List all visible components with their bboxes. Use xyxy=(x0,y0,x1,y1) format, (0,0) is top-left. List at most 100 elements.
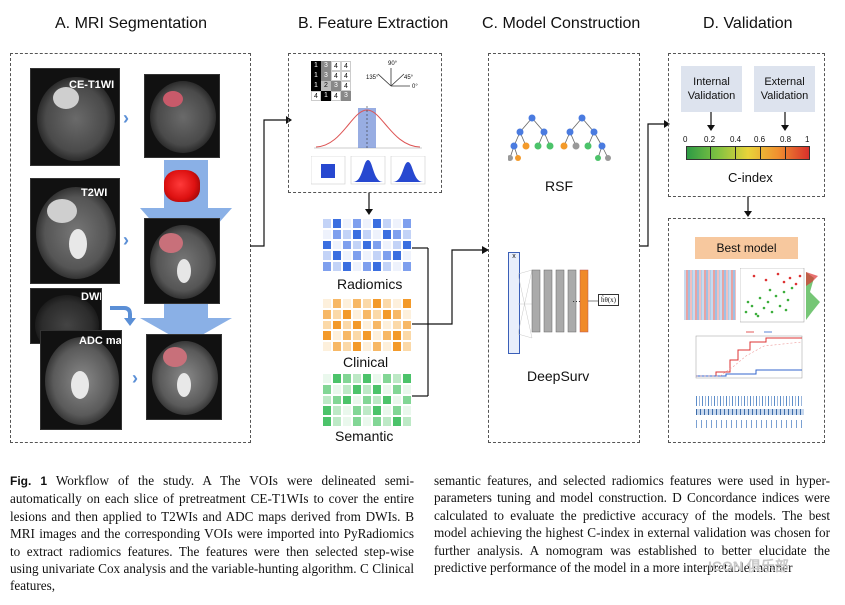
feature-cell xyxy=(342,308,352,320)
feature-cell xyxy=(402,298,412,309)
feature-cell xyxy=(332,298,342,309)
cindex-tick-labels: 0 0.2 0.4 0.6 0.8 1 xyxy=(683,135,810,144)
feature-cell xyxy=(352,239,362,251)
feature-cell xyxy=(352,373,362,384)
section-b-title: B. Feature Extraction xyxy=(298,15,449,32)
arrow-down-icon xyxy=(744,197,752,217)
feature-cell xyxy=(382,250,392,262)
arrow-down-icon xyxy=(365,193,373,215)
feature-cell xyxy=(392,319,402,331)
deepsurv-dots: … xyxy=(572,294,581,304)
feature-cell xyxy=(392,261,402,272)
feature-cell xyxy=(372,383,382,395)
feature-cell xyxy=(342,341,352,352)
dwi-label: DWI xyxy=(81,291,102,303)
feature-cell xyxy=(392,298,402,309)
feature-cell xyxy=(342,394,352,406)
radiomics-feature-grid xyxy=(322,218,412,272)
best-model-banner: Best model xyxy=(695,237,798,259)
mri-segmentation-panel xyxy=(10,53,251,443)
feature-cell xyxy=(402,261,412,272)
feature-extraction-panel xyxy=(288,53,442,193)
feature-cell xyxy=(362,383,372,395)
feature-cell xyxy=(392,239,402,251)
deepsurv-network xyxy=(518,269,598,339)
validation-panel xyxy=(668,53,825,197)
feature-cell xyxy=(352,341,362,352)
feature-cell xyxy=(342,405,352,417)
feature-cell xyxy=(372,330,382,342)
feature-cell xyxy=(332,405,342,417)
feature-cell xyxy=(372,373,382,384)
feature-cell xyxy=(372,239,382,251)
feature-cell xyxy=(402,383,412,395)
feature-cell xyxy=(402,405,412,417)
feature-cell xyxy=(362,373,372,384)
feature-cell xyxy=(322,330,332,342)
ce-t1wi-label: CE-T1WI xyxy=(69,79,115,91)
t2wi-voi-image xyxy=(144,218,220,304)
feature-cell xyxy=(322,373,332,384)
feature-cell xyxy=(382,341,392,352)
curved-arrow-icon xyxy=(110,306,136,326)
internal-validation-box: Internal Validation xyxy=(681,66,742,112)
feature-cell xyxy=(392,383,402,395)
model-construction-panel xyxy=(488,53,640,443)
feature-cell xyxy=(392,416,402,427)
feature-cell xyxy=(352,308,362,320)
feature-cell xyxy=(322,416,332,427)
deepsurv-input-layer: x xyxy=(508,252,520,354)
feature-cell xyxy=(392,250,402,262)
figure-caption-right: semantic features, and selected radiomic… xyxy=(434,472,830,576)
connector-c-d xyxy=(640,120,670,247)
feature-cell xyxy=(362,405,372,417)
angle-90-label: 90° xyxy=(388,61,398,67)
feature-cell xyxy=(352,394,362,406)
feature-cell xyxy=(382,298,392,309)
feature-cell xyxy=(402,308,412,320)
feature-cell xyxy=(322,298,332,309)
feature-cell xyxy=(342,416,352,427)
feature-cell xyxy=(392,405,402,417)
feature-cell xyxy=(352,298,362,309)
feature-cell xyxy=(362,239,372,251)
feature-cell xyxy=(402,250,412,262)
feature-cell xyxy=(382,308,392,320)
feature-cell xyxy=(322,383,332,395)
ce-t1wi-image: CE-T1WI xyxy=(30,68,120,166)
ce-t1wi-voi-image xyxy=(144,74,220,158)
feature-cell xyxy=(342,330,352,342)
clinical-label: Clinical xyxy=(343,354,389,370)
rsf-forest-icon xyxy=(508,114,611,161)
feature-cell xyxy=(342,373,352,384)
rsf-label: RSF xyxy=(545,178,573,194)
feature-cell xyxy=(392,341,402,352)
feature-cell xyxy=(322,319,332,331)
feature-cell xyxy=(362,250,372,262)
feature-cell xyxy=(332,228,342,240)
feature-cell xyxy=(332,250,342,262)
feature-cell xyxy=(392,308,402,320)
feature-cell xyxy=(332,308,342,320)
feature-cell xyxy=(352,228,362,240)
feature-cell xyxy=(342,228,352,240)
feature-cell xyxy=(382,319,392,331)
caption-left-text: Workflow of the study. A The VOIs were d… xyxy=(10,473,414,594)
t2wi-image: T2WI xyxy=(30,178,120,284)
angle-0-label: 0° xyxy=(412,84,418,90)
feature-cell xyxy=(372,261,382,272)
hazard-output: ĥθ(x) xyxy=(598,294,620,306)
feature-cell xyxy=(332,319,342,331)
feature-cell xyxy=(372,228,382,240)
feature-cell xyxy=(372,319,382,331)
feature-cell xyxy=(342,239,352,251)
feature-cell xyxy=(402,218,412,229)
feature-cell xyxy=(332,330,342,342)
feature-cell xyxy=(362,394,372,406)
feature-cell xyxy=(332,341,342,352)
feature-cell xyxy=(322,394,332,406)
figure-label: Fig. 1 xyxy=(10,474,48,488)
feature-cell xyxy=(342,218,352,229)
feature-cell xyxy=(322,239,332,251)
feature-cell xyxy=(332,383,342,395)
